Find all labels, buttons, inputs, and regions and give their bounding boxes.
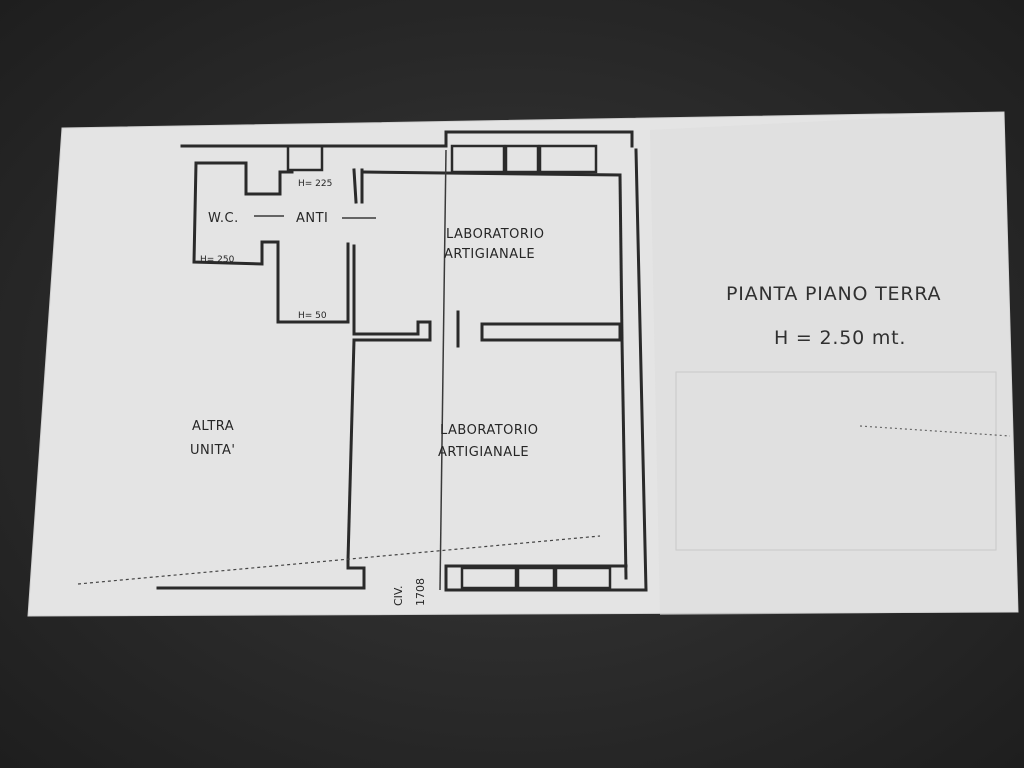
room-label-altra-line2: UNITA' (190, 443, 235, 458)
room-label-wc: W.C. (208, 211, 239, 226)
window-bottom-3 (554, 566, 612, 590)
height-label-lower: H= 50 (298, 311, 327, 321)
wall-right-outer (634, 148, 648, 592)
wall-right-inner-2 (620, 338, 628, 580)
walls (156, 130, 648, 592)
room-label-anti: ANTI (296, 211, 328, 226)
wall-mid-right (480, 322, 622, 342)
height-label-wc: H= 250 (200, 255, 235, 265)
window-top-2 (504, 144, 540, 174)
civico-number: 1708 (414, 578, 427, 606)
windows-top (286, 144, 598, 174)
wall-top-outer (180, 130, 634, 148)
reference-line-right (859, 425, 1011, 437)
civico-group: CIV. 1708 (392, 578, 427, 606)
plan-height: H = 2.50 mt. (774, 327, 906, 349)
room-label-lab-bottom-line1: LABORATORIO (440, 423, 539, 438)
room-label-altra-line1: ALTRA (192, 419, 234, 434)
window-top-3 (538, 144, 598, 174)
window-top-small (286, 144, 324, 172)
center-fold (439, 149, 447, 591)
room-label-lab-bottom-line2: ARTIGIANALE (438, 445, 529, 460)
paper-shadow (650, 112, 1018, 615)
window-bottom-2 (516, 566, 556, 590)
faint-box-lower-right (675, 371, 997, 551)
window-top-1 (450, 144, 506, 174)
wall-lower-left (346, 338, 356, 562)
wall-wc-left (192, 161, 350, 324)
wall-right-inner (618, 173, 624, 340)
height-label-anti: H= 225 (298, 179, 332, 189)
wall-lower-bottom-left (156, 558, 366, 590)
room-label-lab-top-line1: LABORATORIO (446, 227, 545, 242)
wall-wc-outer (194, 161, 294, 196)
plan-title: PIANTA PIANO TERRA (726, 283, 941, 305)
partition-lines (254, 149, 447, 591)
civico-label: CIV. (392, 585, 405, 606)
wall-mid-left (352, 244, 432, 342)
window-bottom-1 (460, 566, 518, 590)
wall-lab-top-inner (362, 170, 622, 177)
wall-anti-right (352, 168, 358, 204)
windows-bottom (460, 566, 612, 590)
room-label-lab-top-line2: ARTIGIANALE (444, 247, 535, 262)
